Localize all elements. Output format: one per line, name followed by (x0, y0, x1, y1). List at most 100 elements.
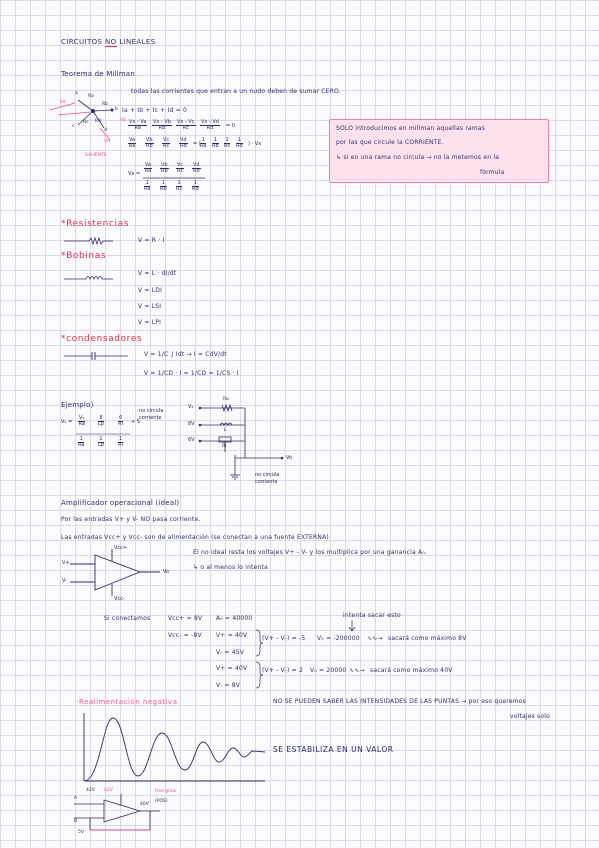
case2-diff: (V+ - V-) = 2 (262, 667, 303, 674)
si-conectamos-intenta: intenta sacar esto (343, 612, 401, 619)
case1-diff: (V+ - V-) = -5 (262, 635, 306, 642)
case1-output: sacará como máximo 8V (388, 635, 467, 642)
stabilize-label: SE ESTABILIZA EN UN VALOR (273, 745, 394, 754)
realimentacion-heading: -Realimentación negativa (76, 698, 178, 706)
millman-statement: todas las corrientes que entran a un nud… (131, 88, 341, 95)
ejemplo-source-2: 8V (188, 421, 195, 427)
case1-result: V₀ = -200000 (317, 635, 360, 642)
ejemplo-bottom-note-1: no circula (255, 472, 280, 478)
fb-label-pos: (POS) (155, 799, 168, 804)
saliente-label: SALIENTE (85, 153, 107, 158)
ejemplo-bottom-note-2: corriente (255, 479, 278, 485)
ejemplo-eq-prefix: V₂ = (61, 419, 73, 425)
node-label-rd: Rd (95, 119, 101, 124)
node-label-rb: Rb (102, 102, 108, 107)
si-conectamos-label: Si conectamos (104, 615, 151, 622)
ejemplo-label-ra: Ra (223, 397, 229, 402)
note-line-1: SOLO introducimos en millman aquellas ra… (336, 125, 486, 132)
case2-squiggle: ∿∿→ (349, 667, 365, 674)
bobinas-heading: *Bobinas (61, 251, 107, 261)
si-conectamos-a0: A₀ = 40000 (216, 615, 253, 622)
bobinas-formula-4: V = LPI (138, 319, 162, 326)
ejemplo-source-3: 6V (188, 437, 195, 443)
case2-result: V₀ = 20000 (310, 667, 347, 674)
node-label-vb: Vb (120, 118, 126, 123)
opamp-vo: Vo (163, 569, 170, 575)
ejemplo-label-l: L (224, 428, 227, 433)
millman-heading: Teorema de Millman (61, 70, 136, 78)
amplificador-line-2: Las entradas Vcc+ y Vcc- son de alimenta… (61, 534, 329, 541)
resistencias-heading: *Resistencias (61, 219, 129, 229)
ideal-line-1: El no ideal resta los voltajes V+ - V- y… (193, 549, 428, 556)
bobinas-formula-1: V = L · dI/dt (138, 270, 177, 277)
eq2-vx: ) · Vx (248, 141, 262, 147)
fb-label-v1: 42V (86, 788, 95, 793)
note-box: SOLO introducimos en millman aquellas ra… (329, 119, 549, 183)
amplificador-line-1: Por las entradas V+ y V- NO pasa corrien… (61, 516, 201, 523)
ejemplo-note-1: no circula (139, 408, 164, 414)
opamp-vcc-minus: Vcc- (114, 596, 125, 602)
node-label-va: Va (60, 100, 66, 105)
node-label-d: d (104, 128, 107, 133)
fb-label-v2: 42V (104, 788, 113, 793)
eq2-equals: = ( (193, 141, 201, 147)
opamp-v-plus: V+ (62, 560, 70, 566)
opamp-vcc-plus: Vcc+ (114, 545, 128, 551)
opamp-v-minus: V- (62, 578, 67, 584)
note-line-3: ↳ si en una rama no circula → no la mete… (336, 154, 500, 161)
node-label-b: b (115, 107, 118, 112)
case2-output: sacará como máximo 40V (370, 667, 453, 674)
case1-v-plus: V+ = 40V (216, 632, 248, 639)
vx-label: Vx = (128, 171, 141, 177)
case2-v-minus: V- = 8V (216, 682, 241, 689)
ej-plus-s: + S (131, 419, 140, 425)
case1-squiggle: ∿∿→ (367, 635, 383, 642)
millman-kcl: Ia + Ib + Ic + Id = 0 (122, 107, 188, 114)
fb-label-5v: 5V (78, 830, 84, 835)
amplificador-heading: Amplificador operacional (ideal) (61, 499, 180, 507)
fb-label-b: B (74, 819, 78, 824)
ejemplo-vo: Vo (286, 455, 293, 461)
realimentacion-note-1: NO SE PUEDEN SABER LAS INTENSIDADES DE L… (273, 698, 526, 705)
bobinas-formula-2: V = LDI (138, 287, 163, 294)
case2-v-plus: V+ = 40V (216, 665, 248, 672)
page-title: CIRCUITOS NO LINEALES (61, 38, 156, 47)
resistencias-formula: V = R · I (138, 237, 165, 244)
fb-label-a: A (74, 796, 78, 801)
si-conectamos-vcc-minus: Vcc- = -8V (168, 632, 202, 639)
eq-zero: = 0 (226, 123, 235, 129)
bobinas-formula-3: V = LSI (138, 303, 162, 310)
condensadores-heading: *condensadores (61, 334, 143, 344)
fb-label-free: free gmai (155, 789, 177, 794)
ejemplo-source-1: V₄ (188, 404, 194, 410)
ejemplo-heading: Ejemplo) (61, 401, 94, 409)
case1-v-minus: V- = 45V (216, 649, 245, 656)
si-conectamos-vcc-plus: Vcc+ = 8V (168, 615, 203, 622)
